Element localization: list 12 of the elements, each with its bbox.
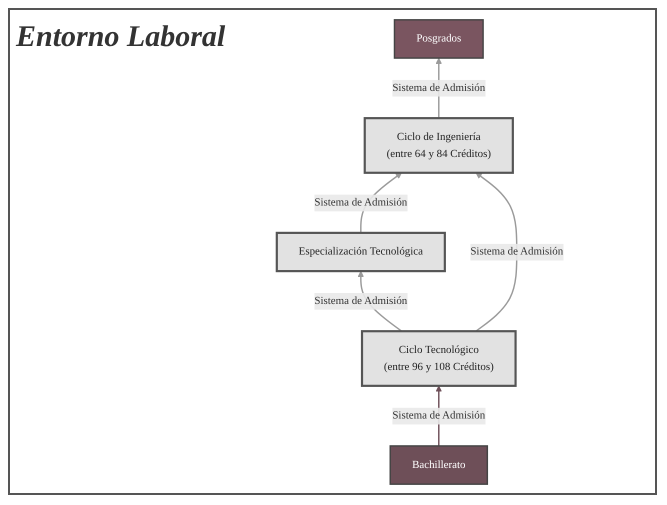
- edge-label: Sistema de Admisión: [314, 196, 408, 208]
- edge-label: Sistema de Admisión: [470, 246, 564, 258]
- arrow: [475, 172, 518, 332]
- edge-label: Sistema de Admisión: [392, 410, 486, 422]
- title: Entorno Laboral: [16, 20, 226, 54]
- node-box: Especialización Tecnológica: [276, 232, 446, 272]
- node-box: Posgrados: [394, 19, 484, 59]
- edge-label: Sistema de Admisión: [392, 82, 486, 94]
- node-box: Ciclo de Ingeniería (entre 64 y 84 Créditos): [364, 117, 514, 174]
- node-box: Ciclo Tecnológico (entre 96 y 108 Créditos): [360, 330, 517, 387]
- node-box: Bachillerato: [390, 445, 488, 485]
- edge-label: Sistema de Admisión: [314, 295, 408, 307]
